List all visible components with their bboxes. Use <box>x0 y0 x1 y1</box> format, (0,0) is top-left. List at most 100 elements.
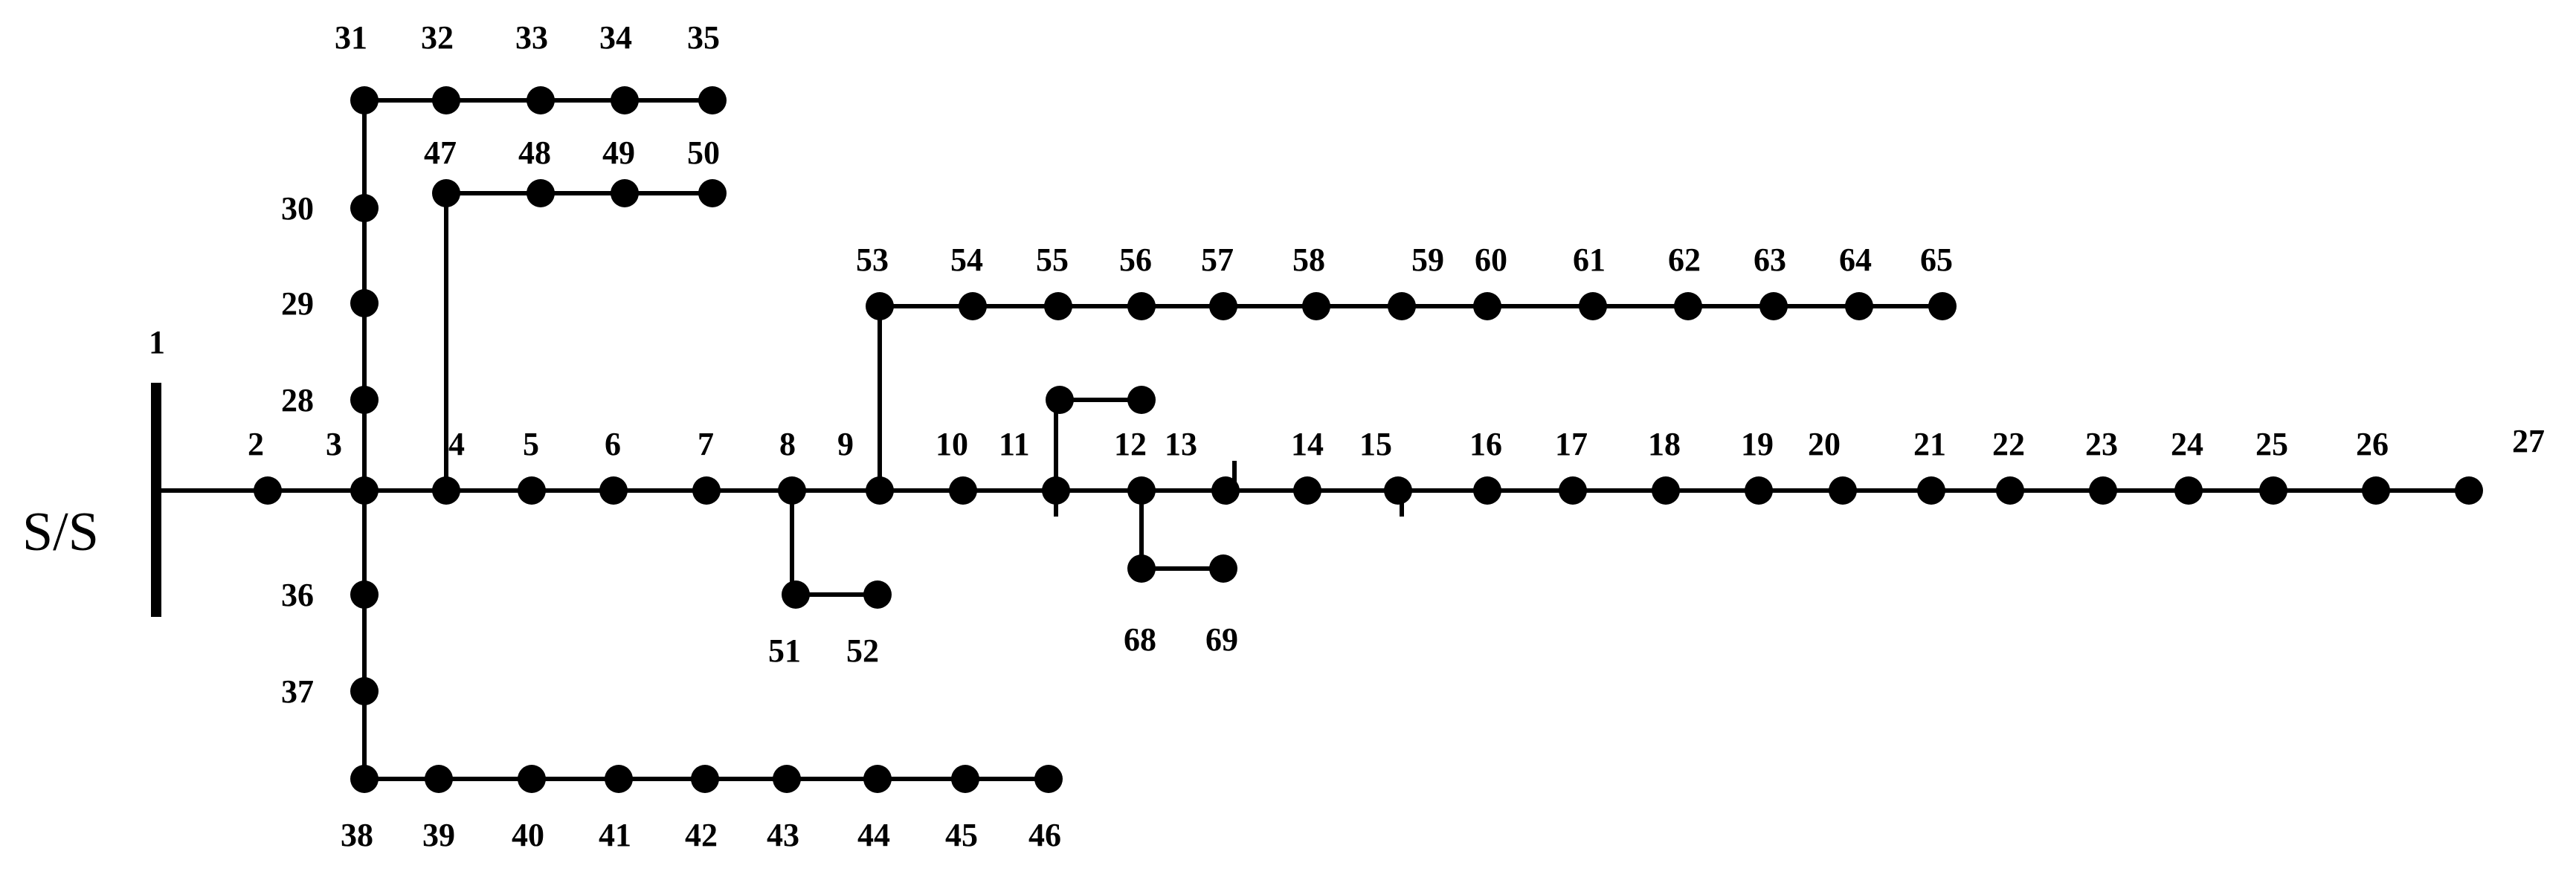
bus-node-40 <box>518 765 546 793</box>
bus-node-54 <box>959 292 987 320</box>
bus-label-54: 54 <box>950 242 983 278</box>
bus-label-63: 63 <box>1754 242 1786 278</box>
bus-label-49: 49 <box>602 135 635 171</box>
bus-label-31: 31 <box>335 19 367 56</box>
bus-node-22 <box>1996 476 2024 505</box>
bus-label-55: 55 <box>1036 242 1069 278</box>
bus-node-2 <box>254 476 282 505</box>
bus-node-46 <box>1034 765 1063 793</box>
bus-node-30 <box>350 194 379 222</box>
bus-node-50 <box>698 179 727 207</box>
bus-label-35: 35 <box>687 19 720 56</box>
bus-label-56: 56 <box>1119 242 1152 278</box>
bus-node-13 <box>1211 476 1240 505</box>
bus-label-40: 40 <box>512 817 544 853</box>
bus-label-23: 23 <box>2085 426 2118 462</box>
bus-label-25: 25 <box>2255 426 2288 462</box>
bus-node-39 <box>425 765 453 793</box>
bus-label-44: 44 <box>857 817 890 853</box>
bus-node-17 <box>1559 476 1587 505</box>
bus-node-12 <box>1127 476 1156 505</box>
bus-node-14 <box>1293 476 1321 505</box>
bus-label-50: 50 <box>687 135 720 171</box>
bus-label-51: 51 <box>768 632 801 669</box>
bus-node-11 <box>1042 476 1070 505</box>
bus-node-61 <box>1579 292 1607 320</box>
bus-label-53: 53 <box>856 242 889 278</box>
bus-label-18: 18 <box>1648 426 1681 462</box>
bus-label-61: 61 <box>1573 242 1606 278</box>
bus-node-59 <box>1388 292 1416 320</box>
bus-node-55 <box>1044 292 1072 320</box>
bus-node-37 <box>350 677 379 705</box>
bus-node-58 <box>1302 292 1330 320</box>
bus-node-53 <box>866 292 894 320</box>
bus-label-48: 48 <box>518 135 551 171</box>
bus-label-36: 36 <box>281 577 314 613</box>
bus-node-42 <box>691 765 719 793</box>
bus-label-13: 13 <box>1165 426 1197 462</box>
bus-label-43: 43 <box>767 817 799 853</box>
bus-label-17: 17 <box>1555 426 1588 462</box>
line-segment-8-51 <box>790 491 796 597</box>
bus-label-9: 9 <box>837 426 854 462</box>
bus-node-67 <box>1127 386 1156 414</box>
bus-label-4: 4 <box>448 426 465 462</box>
bus-node-25 <box>2259 476 2287 505</box>
slack-bus-label: 1 <box>149 324 165 360</box>
bus-label-42: 42 <box>685 817 718 853</box>
bus-node-35 <box>698 86 727 114</box>
bus-node-65 <box>1928 292 1957 320</box>
bus-label-10: 10 <box>936 426 968 462</box>
bus-label-22: 22 <box>1992 426 2025 462</box>
bus-label-27: 27 <box>2512 423 2545 459</box>
bus-node-34 <box>611 86 639 114</box>
bus-node-47 <box>432 179 460 207</box>
bus-label-14: 14 <box>1291 426 1324 462</box>
bus-node-36 <box>350 580 379 609</box>
bus-label-33: 33 <box>515 19 548 56</box>
bus-node-23 <box>2089 476 2117 505</box>
bus-node-43 <box>773 765 801 793</box>
bus-label-65: 65 <box>1920 242 1953 278</box>
bus-node-9 <box>866 476 894 505</box>
bus-node-27 <box>2455 476 2483 505</box>
bus-label-37: 37 <box>281 673 314 710</box>
bus-label-34: 34 <box>599 19 632 56</box>
bus-node-48 <box>527 179 555 207</box>
bus-label-16: 16 <box>1469 426 1502 462</box>
bus-node-24 <box>2174 476 2203 505</box>
bus-label-28: 28 <box>281 382 314 418</box>
bus-label-58: 58 <box>1292 242 1325 278</box>
bus-node-5 <box>518 476 546 505</box>
bus-label-26: 26 <box>2356 426 2389 462</box>
bus-node-51 <box>782 580 810 609</box>
bus-node-52 <box>863 580 892 609</box>
bus-node-66 <box>1046 386 1074 414</box>
bus-label-64: 64 <box>1839 242 1872 278</box>
substation-label: S/S <box>22 502 99 563</box>
bus-label-41: 41 <box>599 817 631 853</box>
bus-label-69: 69 <box>1205 621 1238 658</box>
bus-label-57: 57 <box>1201 242 1234 278</box>
bus-node-20 <box>1829 476 1857 505</box>
bus-label-32: 32 <box>421 19 454 56</box>
bus-node-8 <box>778 476 806 505</box>
bus-label-11: 11 <box>999 426 1030 462</box>
bus-node-26 <box>2362 476 2390 505</box>
bus-node-57 <box>1209 292 1237 320</box>
bus-label-5: 5 <box>523 426 539 462</box>
bus-label-38: 38 <box>341 817 373 853</box>
bus-node-4 <box>432 476 460 505</box>
bus-node-63 <box>1759 292 1788 320</box>
bus-label-20: 20 <box>1808 426 1841 462</box>
bus-node-15 <box>1384 476 1412 505</box>
bus-node-49 <box>611 179 639 207</box>
bus-node-21 <box>1917 476 1945 505</box>
bus-label-45: 45 <box>945 817 978 853</box>
bus-node-44 <box>863 765 892 793</box>
bus-node-32 <box>432 86 460 114</box>
bus-label-2: 2 <box>248 426 264 462</box>
bus-label-24: 24 <box>2171 426 2203 462</box>
